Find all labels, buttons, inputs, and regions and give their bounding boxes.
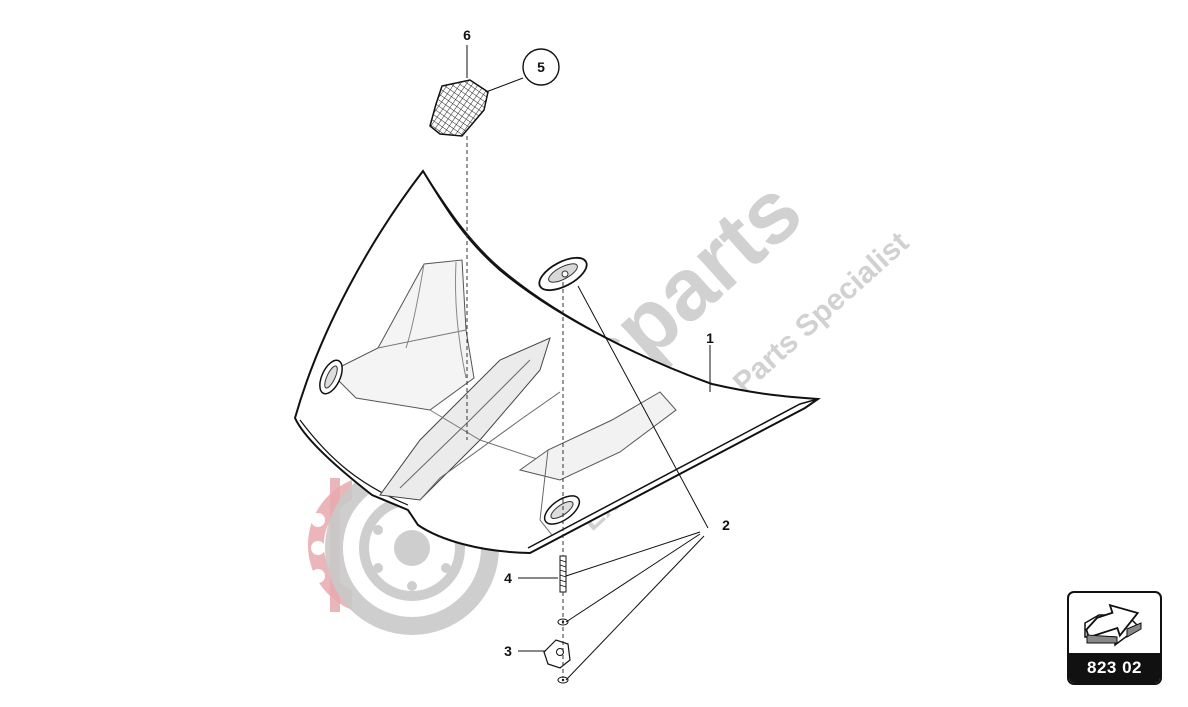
part-4-threaded-stud	[559, 555, 567, 593]
callout-2: 2	[722, 517, 730, 533]
part-3-bracket	[543, 639, 571, 669]
reference-code: 823 02	[1069, 653, 1160, 683]
reference-badge: 823 02	[1067, 591, 1162, 685]
callout-3: 3	[504, 643, 512, 659]
part-6-mesh-grille	[429, 79, 489, 137]
assembly-axis-lines	[466, 136, 564, 678]
engine-cover-inner-edge	[422, 170, 713, 385]
part-1-engine-cover	[293, 169, 821, 555]
callout-1: 1	[706, 330, 714, 346]
callout-4: 4	[504, 570, 512, 586]
callout-5: 5	[537, 59, 545, 75]
leader-lines	[466, 45, 711, 681]
arrow-icon	[1084, 603, 1142, 647]
callout-5-circle	[522, 48, 560, 86]
callouts: 6 5 1 2 4 3	[463, 27, 730, 659]
callout-6: 6	[463, 27, 471, 43]
part-2-cover-cap	[538, 256, 588, 292]
